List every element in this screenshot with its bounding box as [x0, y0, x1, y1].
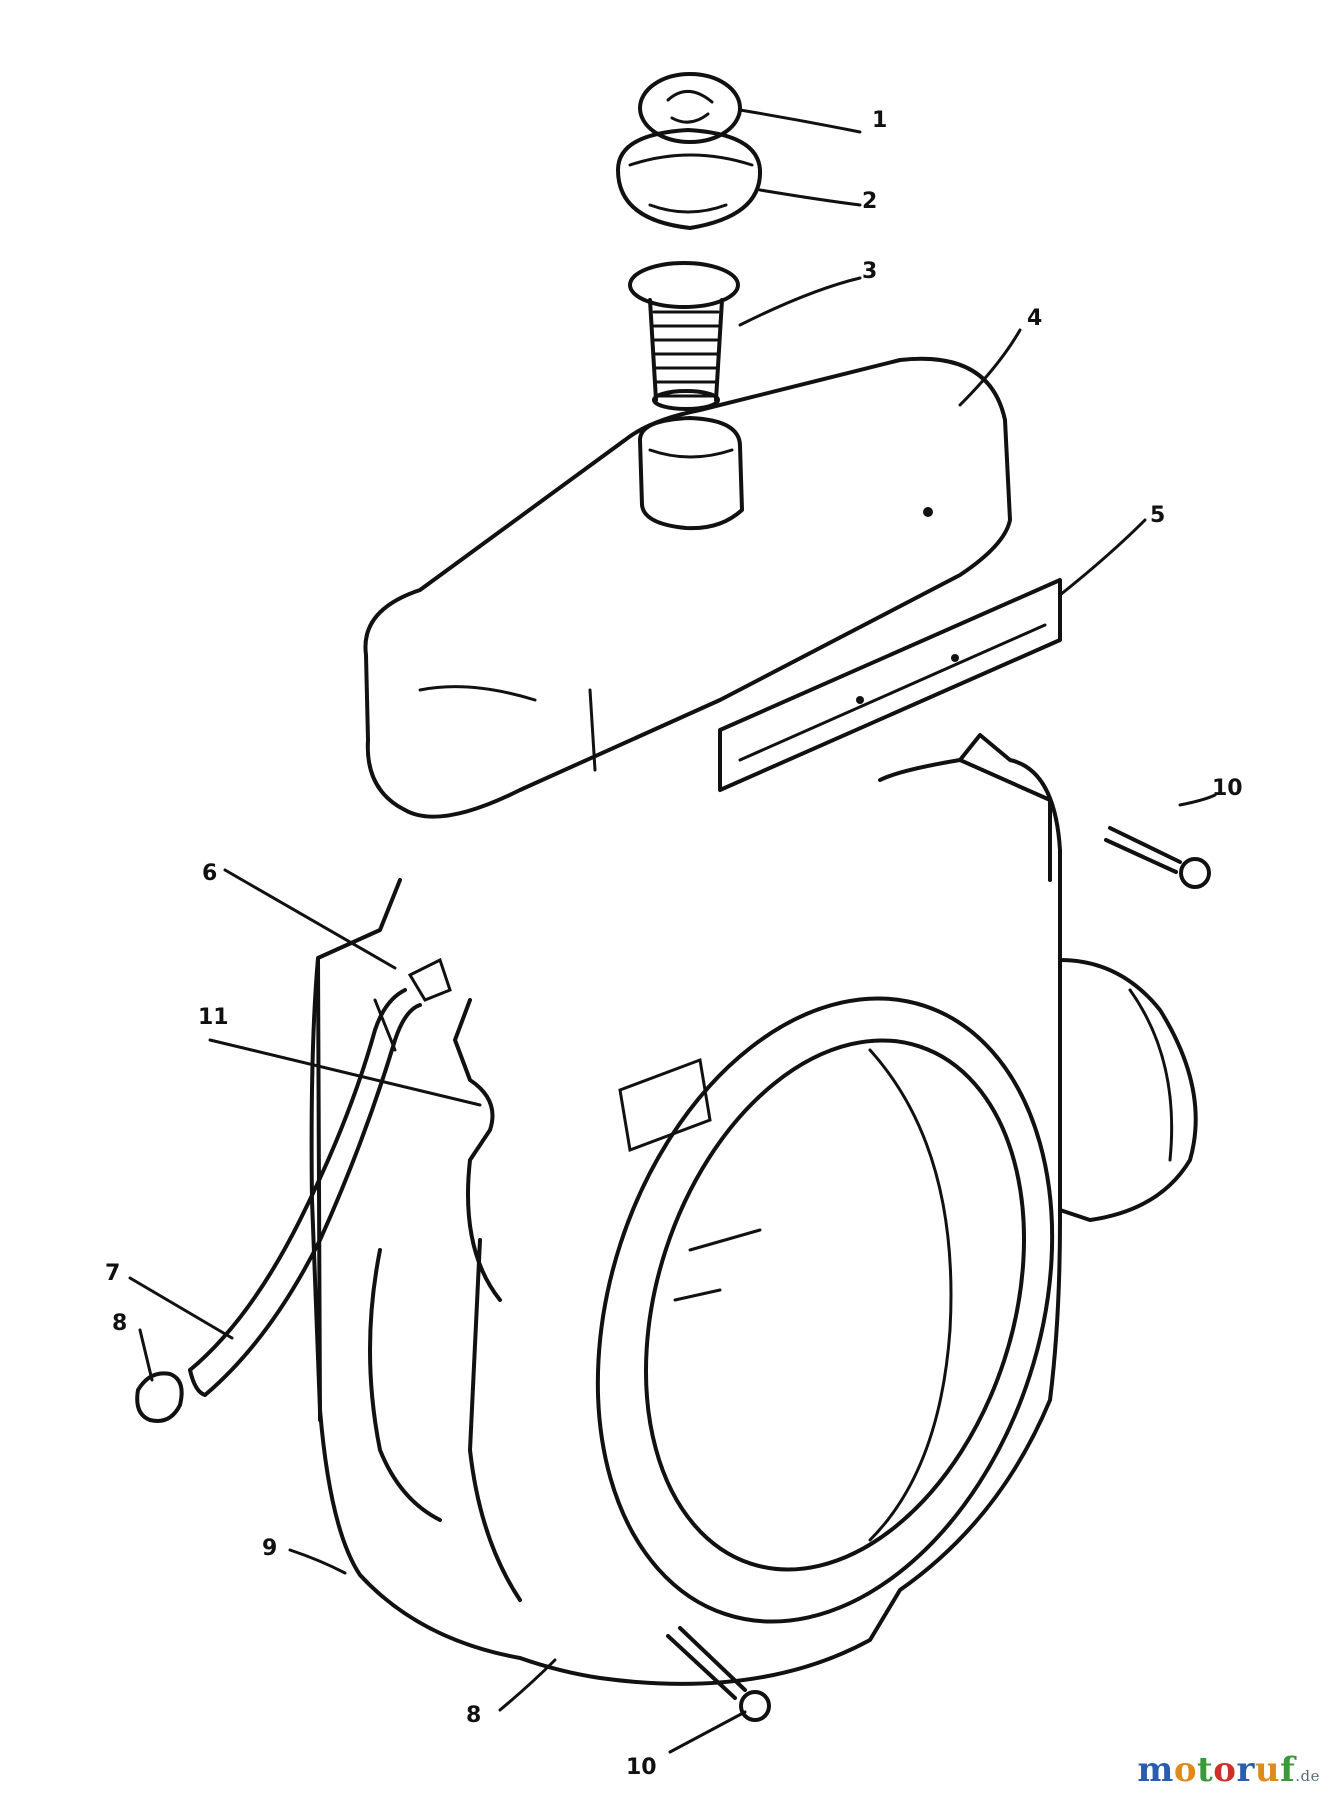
fuel-tank-part	[363, 356, 1012, 819]
fuel-line-part	[188, 988, 422, 1397]
watermark-letter: m	[1137, 1750, 1174, 1790]
leader-line-1	[738, 108, 862, 134]
callout-8-clamp: 8	[112, 1311, 127, 1336]
leader-line-3	[738, 276, 862, 327]
leader-line-6	[223, 868, 397, 970]
watermark-letter: r	[1236, 1750, 1255, 1790]
fuel-shutoff-fitting-part	[373, 957, 452, 1052]
leader-line-7	[128, 1276, 234, 1340]
leader-line-10a	[1178, 793, 1217, 807]
callout-11: 11	[198, 1005, 229, 1030]
callout-9: 9	[262, 1536, 277, 1561]
mounting-screw-upper-part	[1104, 826, 1211, 889]
leader-line-5	[1058, 518, 1147, 597]
callout-5: 5	[1150, 503, 1165, 528]
callout-2: 2	[862, 189, 877, 214]
leader-line-10b	[668, 1710, 747, 1754]
callout-10-lower: 10	[626, 1755, 657, 1780]
filler-screen-part	[628, 261, 740, 411]
mounting-screw-lower-part	[666, 1626, 771, 1722]
callout-3: 3	[862, 259, 877, 284]
watermark-letters: motoruf	[1137, 1750, 1295, 1790]
leader-line-11	[208, 1038, 482, 1107]
motoruf-watermark-logo: motoruf.de	[1137, 1750, 1320, 1790]
callout-6: 6	[202, 861, 217, 886]
fuel-cap-insert-part	[638, 72, 742, 144]
fuel-cap-part	[616, 128, 763, 230]
callout-10-upper: 10	[1212, 776, 1243, 801]
watermark-letter: o	[1213, 1750, 1237, 1790]
tank-bracket-part	[718, 578, 1062, 792]
leader-line-4	[958, 328, 1022, 407]
callout-7: 7	[105, 1261, 120, 1286]
hose-clamp-part	[135, 1371, 184, 1423]
leader-line-9	[288, 1548, 347, 1575]
leader-lines	[128, 108, 1217, 1754]
leader-line-8a	[138, 1328, 154, 1382]
leader-line-8b	[498, 1658, 557, 1712]
callout-4: 4	[1027, 306, 1042, 331]
leader-line-2	[758, 188, 862, 207]
callout-labels: 1 2 3 4 5 6 7 8 9 10 11 8 10	[105, 108, 1243, 1780]
watermark-letter: t	[1197, 1750, 1214, 1790]
callout-1: 1	[872, 108, 887, 133]
blower-housing-part	[309, 733, 1198, 1686]
watermark-letter: f	[1280, 1750, 1296, 1790]
watermark-letter: u	[1254, 1750, 1281, 1790]
watermark-letter: o	[1173, 1750, 1198, 1790]
watermark-tld: .de	[1295, 1767, 1320, 1785]
callout-8-lower: 8	[466, 1703, 481, 1728]
